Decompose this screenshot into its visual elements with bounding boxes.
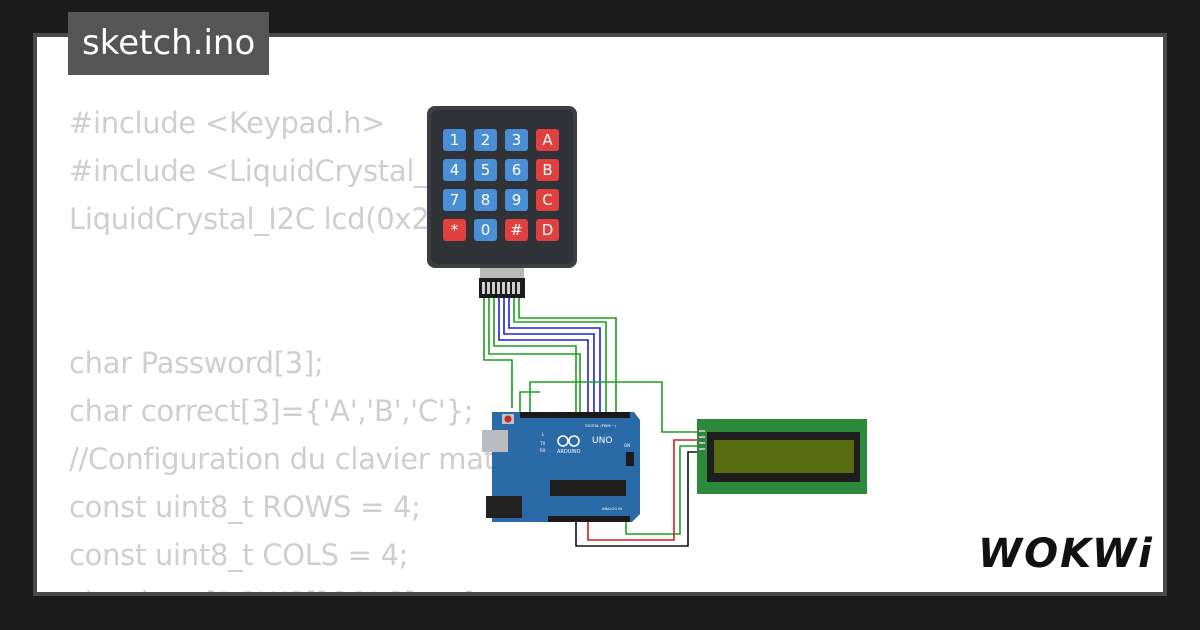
arduino-brand-label: ARDUINO	[557, 449, 581, 455]
keypad-key-label: 5	[481, 161, 491, 179]
keypad-key-cap	[474, 219, 497, 241]
keypad-key-cap	[505, 219, 528, 241]
digital-label: DIGITAL (PWM ~)	[585, 424, 617, 428]
atmega-chip	[550, 480, 626, 496]
keypad-key[interactable]: 8	[474, 189, 497, 211]
wire-green	[625, 445, 698, 535]
wire-black	[575, 451, 698, 547]
code-line: const uint8_t COLS = 4;	[69, 538, 409, 572]
code-line: char correct[3]={'A','B','C'};	[69, 394, 474, 428]
keypad-key-label: D	[542, 221, 554, 239]
keypad-key-label: 2	[481, 131, 491, 149]
wire-blue	[498, 298, 589, 412]
keypad-key-cap	[474, 159, 497, 181]
keypad-key-label: 6	[512, 161, 522, 179]
wire-green	[493, 298, 577, 412]
keypad-key[interactable]: 0	[474, 219, 497, 241]
keypad-key-label: 4	[450, 161, 460, 179]
keypad-key[interactable]: #	[505, 219, 528, 241]
keypad-key-cap	[443, 159, 466, 181]
keypad-key[interactable]: D	[536, 219, 559, 241]
keypad-key-label: C	[542, 191, 552, 209]
keypad-key[interactable]: *	[443, 219, 466, 241]
wire-blue	[508, 298, 601, 412]
keypad-key-label: 0	[481, 221, 491, 239]
keypad-key[interactable]: 4	[443, 159, 466, 181]
led-tx-label: TX	[539, 441, 545, 446]
arduino-uno-board[interactable]: UNO ARDUINO DIGITAL (PWM ~) ANALOG IN L …	[482, 412, 640, 522]
keypad-key-cap	[443, 129, 466, 151]
power-jack	[486, 496, 522, 518]
digital-header	[520, 412, 630, 418]
wokwi-logo: WOKWi	[978, 531, 1154, 577]
code-line: char Password[3];	[69, 346, 324, 380]
code-line: char keys[ROWS][COLS] = {	[69, 579, 563, 592]
keypad-key[interactable]: A	[536, 129, 559, 151]
wire-green	[519, 391, 540, 412]
keypad-4x4[interactable]: 1 2 3 A 4 5 6 B 7 8 9 C * 0 # D	[427, 106, 577, 298]
lcd-i2c-pins	[699, 430, 705, 450]
keypad-key-cap	[536, 189, 559, 211]
keypad-key-cap	[474, 129, 497, 151]
wire-blue	[503, 298, 595, 412]
keypad-key-cap	[474, 189, 497, 211]
wire-green	[513, 298, 607, 412]
keypad-key-cap	[536, 129, 559, 151]
wire-red	[587, 439, 698, 541]
keypad-key-label: #	[510, 221, 523, 239]
keypad-key[interactable]: 7	[443, 189, 466, 211]
keypad-key-cap	[536, 219, 559, 241]
keypad-key-label: 9	[512, 191, 522, 209]
keypad-key-label: 8	[481, 191, 491, 209]
analog-header	[548, 516, 630, 522]
wire-green	[483, 298, 513, 408]
keypad-key[interactable]: 6	[505, 159, 528, 181]
keypad-key-label: *	[451, 221, 459, 239]
keypad-key-cap	[505, 129, 528, 151]
lcd-screen	[714, 440, 854, 473]
usb-port	[482, 430, 508, 452]
keypad-key[interactable]: 3	[505, 129, 528, 151]
keypad-key-cap	[443, 189, 466, 211]
led-l-label: L	[542, 432, 545, 437]
keypad-key-label: 7	[450, 191, 460, 209]
keypad-key-cap	[505, 189, 528, 211]
keypad-key-label: 3	[512, 131, 522, 149]
keypad-key-label: 1	[450, 131, 460, 149]
led-rx-label: RX	[540, 448, 546, 453]
keypad-key-cap	[443, 219, 466, 241]
wokwi-logo-text: WOKWi	[978, 531, 1154, 577]
code-line: const uint8_t ROWS = 4;	[69, 490, 421, 524]
keypad-keys: 1 2 3 A 4 5 6 B 7 8 9 C * 0 # D	[443, 129, 559, 241]
arduino-model-label: UNO	[592, 436, 612, 446]
keypad-key-label: B	[542, 161, 552, 179]
keypad-key[interactable]: 9	[505, 189, 528, 211]
wire-green	[518, 298, 617, 412]
keypad-key-label: A	[542, 131, 553, 149]
keypad-pins	[482, 282, 520, 294]
keypad-connector	[480, 268, 524, 278]
keypad-key-cap	[536, 159, 559, 181]
keypad-key[interactable]: C	[536, 189, 559, 211]
arduino-logo-icon	[557, 435, 580, 447]
keypad-key[interactable]: 5	[474, 159, 497, 181]
wire-group	[483, 298, 698, 547]
keypad-key[interactable]: 1	[443, 129, 466, 151]
file-name-tab[interactable]: sketch.ino	[68, 12, 270, 75]
keypad-key[interactable]: B	[536, 159, 559, 181]
reset-button-cap	[504, 415, 512, 423]
icsp-header	[626, 452, 634, 466]
lcd-16x2-display[interactable]	[697, 419, 867, 494]
wire-green	[488, 298, 581, 412]
code-line: #include <Keypad.h>	[69, 106, 386, 140]
keypad-key[interactable]: 2	[474, 129, 497, 151]
keypad-key-cap	[505, 159, 528, 181]
analog-label: ANALOG IN	[602, 507, 622, 511]
on-label: ON	[624, 443, 630, 448]
code-listing: #include <Keypad.h> #include <LiquidCrys…	[69, 99, 563, 592]
